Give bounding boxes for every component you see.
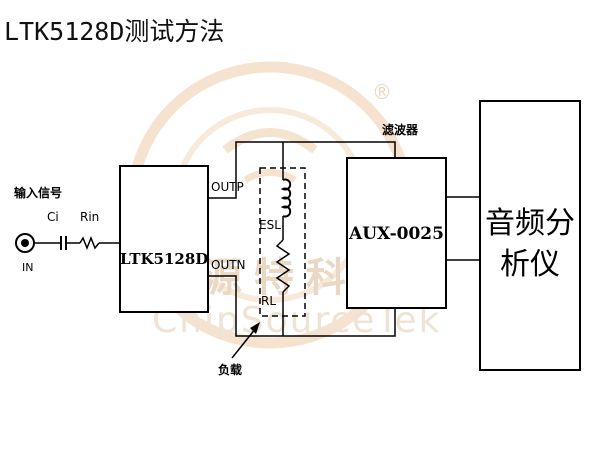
aux-label: AUX-0025 xyxy=(349,224,444,244)
analyzer-label-line1: 音频分 xyxy=(485,206,575,241)
load-pointer-arrow xyxy=(231,327,257,359)
outp-label: OUTP xyxy=(211,180,244,194)
watermark-registered-mark: ® xyxy=(372,80,392,104)
resistor-rl xyxy=(275,239,291,293)
audio-analyzer-box xyxy=(479,100,581,371)
filter-label: 滤波器 xyxy=(382,123,419,137)
input-jack-center xyxy=(21,239,29,247)
chip-label: LTK5128D xyxy=(120,250,209,268)
input-signal-label: 输入信号 xyxy=(14,186,63,200)
analyzer-label-line2: 析仪 xyxy=(500,247,560,282)
esl-label: ESL xyxy=(259,218,281,232)
aux-filter-box xyxy=(346,157,447,309)
chip-box xyxy=(119,165,209,313)
resistor-rin xyxy=(79,235,100,251)
outn-label: OUTN xyxy=(211,258,246,272)
page-title: LTK5128D测试方法 xyxy=(4,17,225,46)
load-label: 负载 xyxy=(218,363,243,377)
rin-label: Rin xyxy=(80,210,100,224)
in-label: IN xyxy=(22,261,34,274)
ci-label: Ci xyxy=(47,210,59,224)
inductor-esl xyxy=(280,178,292,218)
rl-label: RL xyxy=(261,294,277,308)
